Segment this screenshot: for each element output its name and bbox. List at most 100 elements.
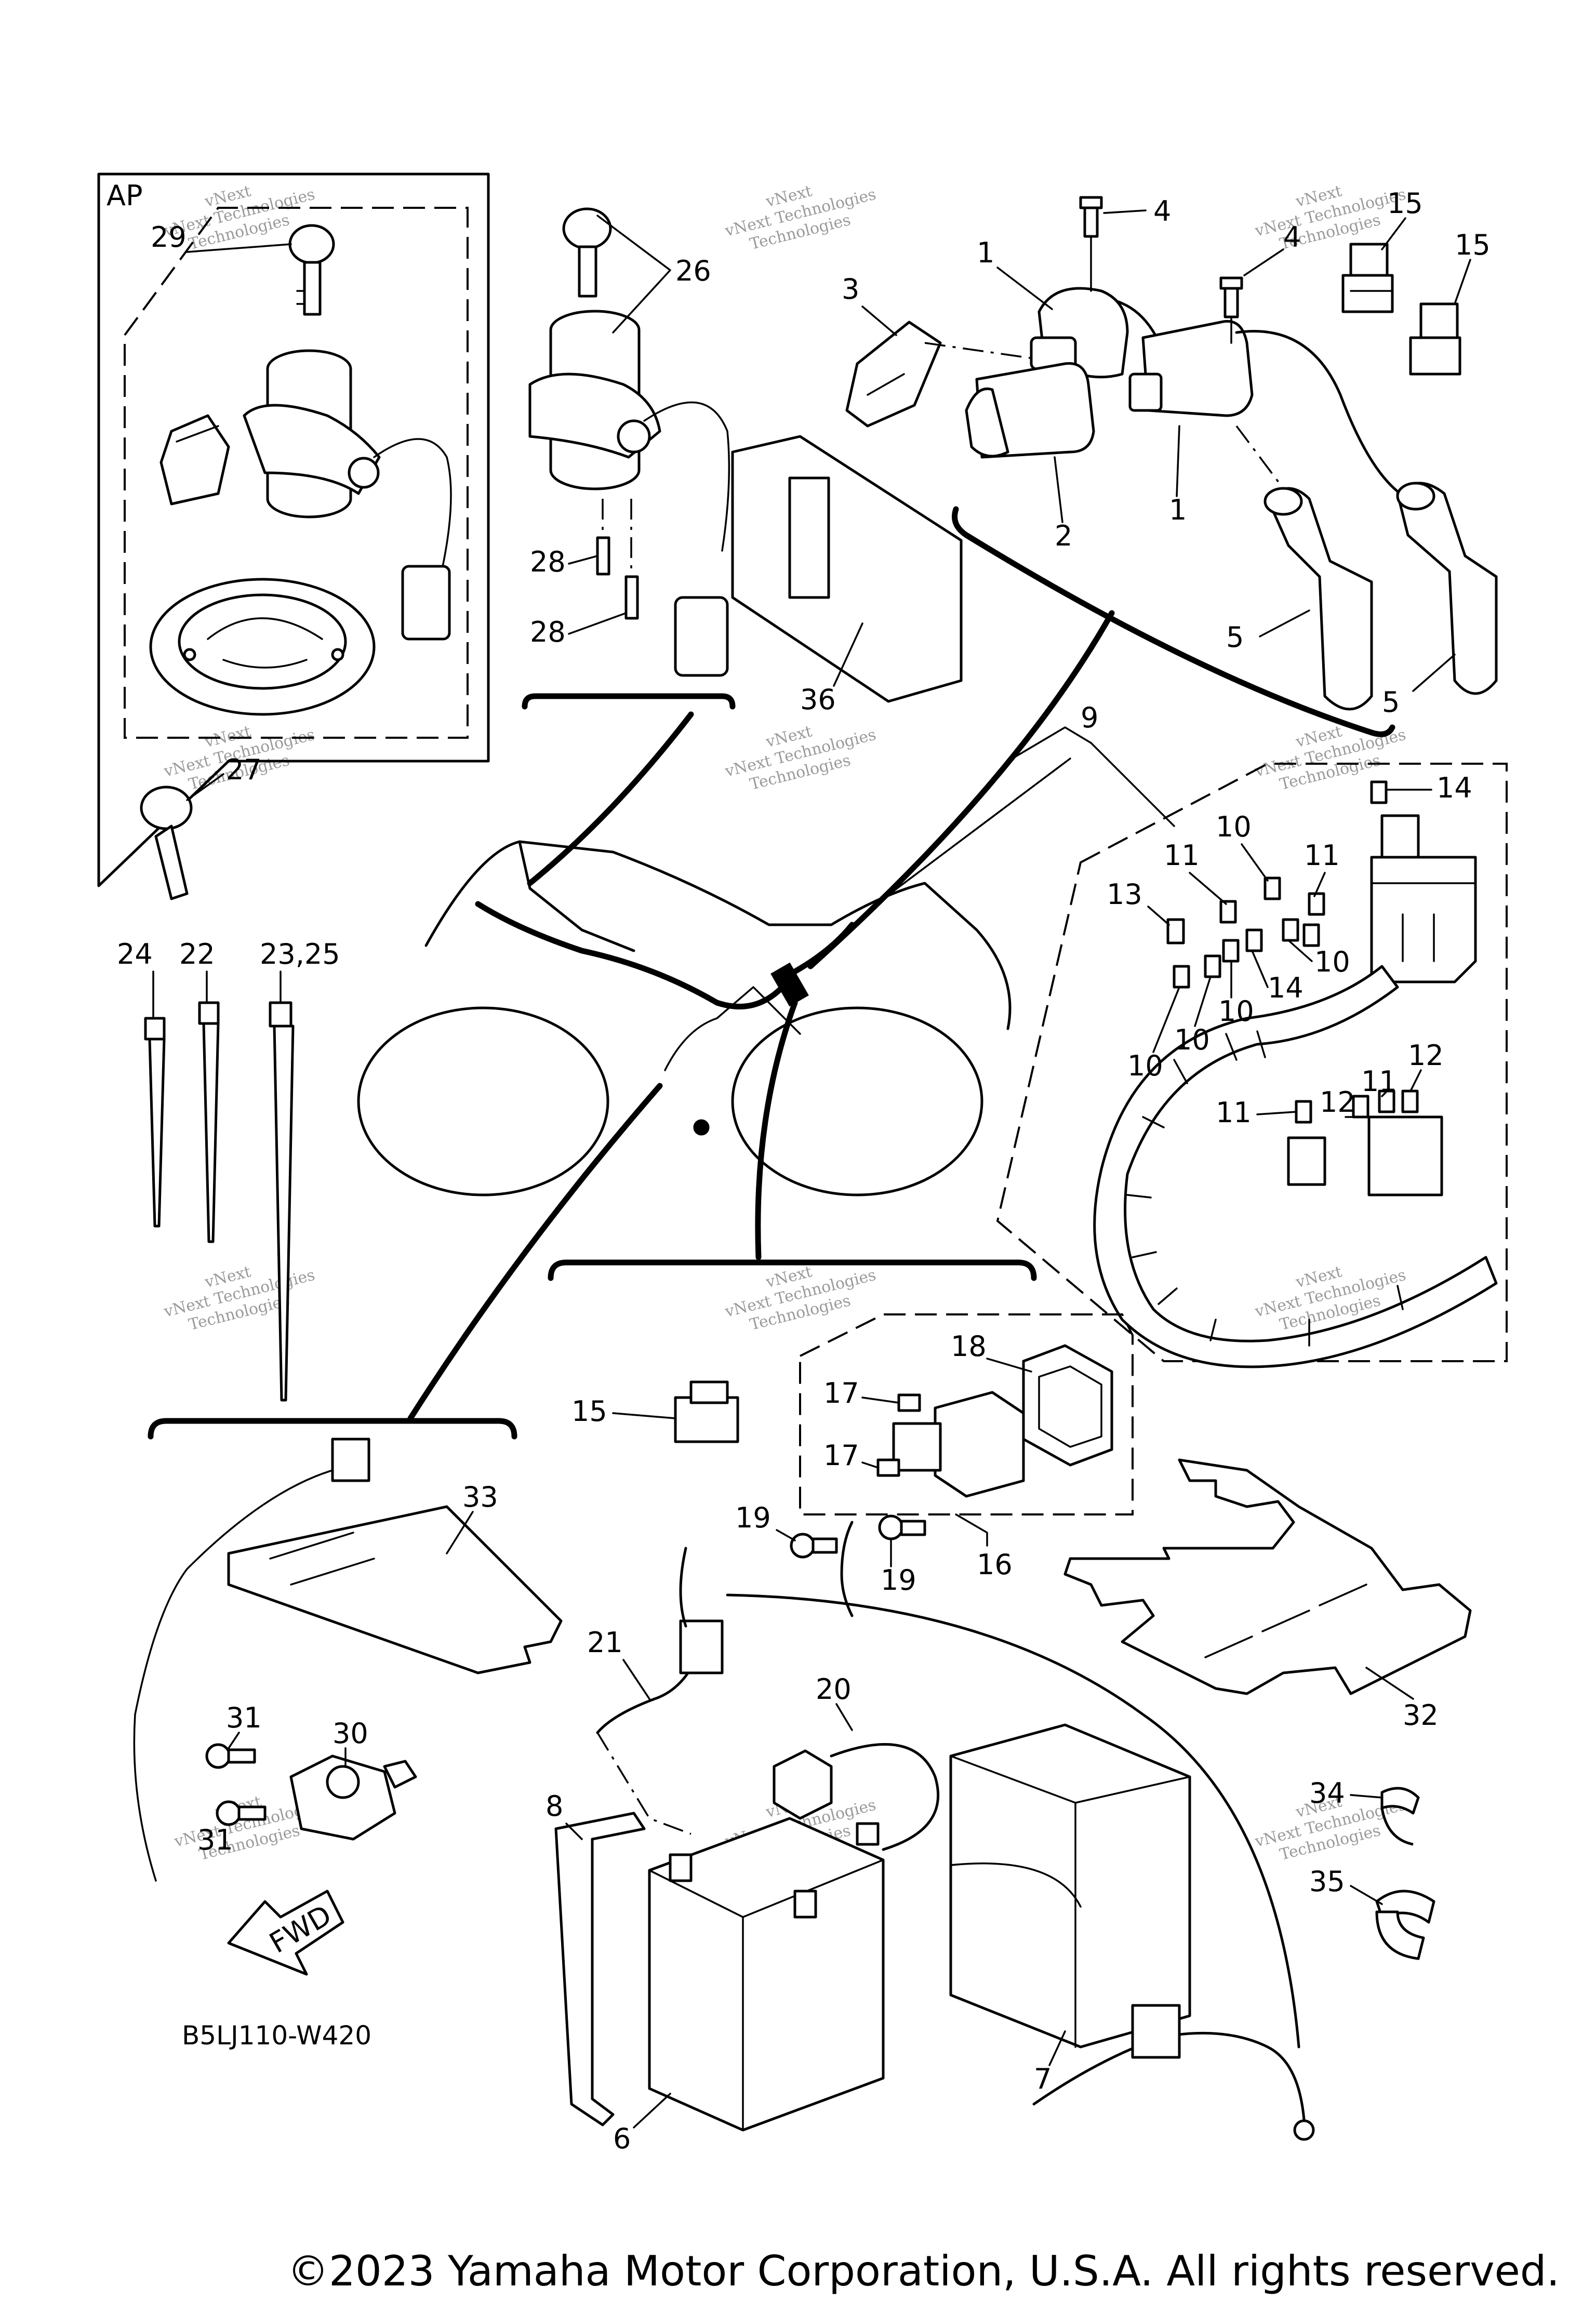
bike-wire-harness-path (475, 901, 855, 1009)
cable-ties: 24 22 23,25 (117, 938, 340, 1402)
fuse-17a (897, 1393, 921, 1412)
callout-15b: 15 (1455, 229, 1491, 261)
callout-4b: 4 (1283, 221, 1301, 254)
callout-14a: 14 (1437, 772, 1472, 804)
callout-36: 36 (800, 683, 836, 716)
connector-block (1287, 1136, 1326, 1186)
relay-15a (1341, 243, 1394, 313)
clamp-35 (1375, 1890, 1435, 1960)
watermark: vNext vNext Technologies Technologies (723, 722, 878, 794)
ignition-coil-1b (1128, 320, 1409, 500)
callout-15c: 15 (571, 1395, 607, 1428)
callout-13: 13 (1107, 878, 1142, 911)
motorcycle-silhouette (357, 610, 1115, 1421)
key-26-drawing (562, 207, 612, 298)
callout-20: 20 (816, 1673, 852, 1706)
callout-33: 33 (462, 1481, 498, 1513)
fuses (1166, 780, 1443, 1196)
callout-1b: 1 (1169, 494, 1187, 526)
screw-28-drawing (596, 499, 639, 620)
key-27-drawing (140, 786, 193, 900)
bolt-19b (878, 1514, 926, 1540)
positive-lead-20 (773, 1743, 940, 1851)
callout-27: 27 (226, 753, 262, 786)
battery-case-7 (949, 1723, 1191, 2049)
negative-lead-21 (596, 1547, 724, 1734)
ignition-switch-group: 26 28 28 (522, 207, 736, 710)
callout-24: 24 (117, 938, 153, 970)
harness-ground (693, 1119, 710, 1136)
ignition-switch-ap-drawing (243, 349, 452, 641)
connector-top (133, 1438, 370, 1882)
relay-15b (1409, 302, 1461, 376)
diagram-code: B5LJ110-W420 (182, 2020, 371, 2051)
callout-4a: 4 (1153, 195, 1171, 228)
group-bracket (148, 1418, 517, 1440)
callout-29: 29 (151, 221, 187, 254)
battery-cover-32: 32 (1063, 1458, 1472, 1732)
copyright-notice: ©2023 Yamaha Motor Corporation, U.S.A. A… (287, 2247, 1560, 2295)
relay-cover-18 (1022, 1344, 1113, 1467)
watermark: vNext vNext Technologies Technologies (162, 1262, 317, 1334)
callout-7: 7 (1034, 2063, 1052, 2095)
callout-6: 6 (613, 2122, 631, 2155)
callout-10b: 10 (1314, 946, 1350, 978)
callout-10a: 10 (1216, 810, 1252, 843)
bike-lower-line (664, 986, 801, 1071)
lock-bracket-drawing (159, 414, 230, 506)
callout-17b: 17 (823, 1439, 859, 1472)
relay-15c (674, 1380, 739, 1443)
leader-to-battery-group (407, 1083, 663, 1421)
callout-35: 35 (1309, 1865, 1345, 1898)
callout-11b: 11 (1304, 839, 1340, 872)
callout-14b: 14 (1268, 972, 1304, 1004)
sticker-36-drawing: 36 (731, 435, 963, 716)
callout-30: 30 (332, 1717, 368, 1750)
relay-dashed-group (799, 1313, 1134, 1515)
callout-19a: 19 (735, 1501, 771, 1534)
callout-3: 3 (842, 273, 859, 305)
bolt-4a (1079, 196, 1103, 238)
leader-to-coils (807, 610, 1115, 969)
ap-inset-dashed-group (124, 207, 469, 739)
callout-26: 26 (675, 255, 711, 287)
callout-32: 32 (1403, 1699, 1439, 1732)
bike-frame-line (518, 840, 635, 952)
main-switch-drawing (528, 310, 730, 677)
leader-to-switch (527, 711, 694, 886)
fwd-arrow: FWD (227, 1890, 344, 1976)
relay-group: 15 18 17 17 16 19 19 (548, 1259, 1134, 1617)
callout-18: 18 (951, 1330, 987, 1363)
callout-11a: 11 (1164, 839, 1200, 872)
callout-9: 9 (1081, 701, 1098, 734)
battery-band-8 (554, 1812, 646, 2126)
callout-21: 21 (587, 1626, 623, 1659)
leader-to-relay-group (755, 1000, 798, 1260)
battery-6 (648, 1817, 885, 2132)
spark-plug-cap-5a (1235, 425, 1373, 711)
ap-inset-label: AP (107, 179, 143, 212)
callout-15a: 15 (1387, 187, 1423, 220)
watermark: vNext vNext Technologies Technologies (723, 182, 878, 254)
callout-10d: 10 (1174, 1023, 1210, 1056)
callout-23-25: 23,25 (260, 938, 340, 970)
callout-10c: 10 (1218, 995, 1254, 1028)
ignition-coil-2 (965, 362, 1095, 459)
group-bracket (548, 1259, 1037, 1281)
front-wheel (357, 1006, 609, 1196)
callout-22: 22 (179, 938, 215, 970)
group-bracket (952, 506, 1395, 737)
rear-wheel (731, 1006, 983, 1196)
callout-17a: 17 (823, 1377, 859, 1409)
wire-harness-drawing (1093, 965, 1498, 1368)
callout-5a: 5 (1226, 621, 1244, 654)
callout-1a: 1 (977, 236, 994, 269)
callout-34: 34 (1309, 1777, 1345, 1810)
sensor-30 (289, 1754, 417, 1841)
callout-28a: 28 (530, 546, 566, 578)
callout-5b: 5 (1382, 686, 1400, 719)
spark-plug-cap-5b (1396, 482, 1498, 695)
bolt-31a (205, 1743, 256, 1769)
